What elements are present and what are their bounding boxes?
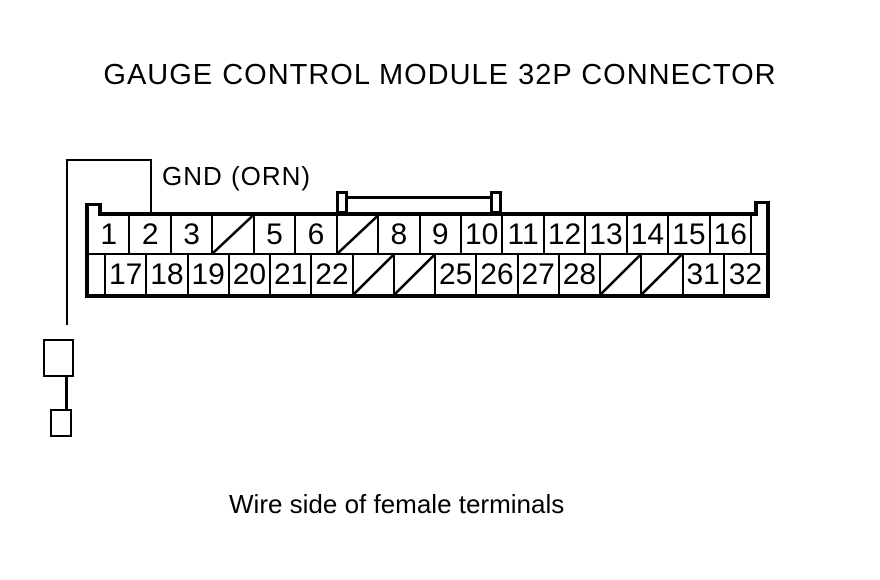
pin-number-label: 26 — [480, 257, 514, 291]
pin-number-label: 17 — [108, 257, 143, 291]
pin-cell-15: 15 — [669, 216, 711, 253]
pin-cell-3: 3 — [172, 216, 214, 253]
pin-cell-31: 31 — [684, 255, 725, 294]
gnd-wire-left-drop — [66, 159, 68, 325]
pin-number-label: 2 — [141, 217, 159, 251]
pin-cell-2: 2 — [130, 216, 172, 253]
housing-notch-right-step — [754, 201, 758, 215]
pin-cell-16: 16 — [711, 216, 752, 253]
housing-edge-bottom — [85, 294, 770, 298]
pin-cell-5: 5 — [255, 216, 297, 253]
slash-cell — [642, 255, 684, 294]
housing-edge-top — [98, 212, 758, 216]
pin-cell-27: 27 — [519, 255, 560, 294]
pin-cell-6: 6 — [296, 216, 338, 253]
pin-number-label: 1 — [100, 217, 118, 251]
pin-number-label: 11 — [507, 217, 539, 251]
pin-number-label: 27 — [521, 257, 555, 291]
pin-number-label: 6 — [307, 217, 325, 251]
pin-number-label: 12 — [547, 217, 582, 251]
slash-cell — [213, 216, 255, 253]
slash-cell — [601, 255, 643, 294]
pin-cell-10: 10 — [462, 216, 504, 253]
pin-cell-32: 32 — [725, 255, 766, 294]
pin-cell-20: 20 — [230, 255, 271, 294]
pin-cell-22: 22 — [312, 255, 354, 294]
pin-number-label: 3 — [183, 217, 200, 251]
pin-cell-1: 1 — [89, 216, 131, 253]
view-caption: Wire side of female terminals — [229, 489, 565, 519]
pin-number-label: 31 — [686, 257, 720, 291]
pin-number-label: 19 — [191, 257, 225, 291]
pin-number-label: 21 — [273, 257, 308, 291]
latch-bar — [345, 196, 493, 199]
gnd-wire-pin2-drop — [150, 159, 152, 213]
pin-cell-14: 14 — [628, 216, 670, 253]
latch-post-left — [336, 191, 348, 214]
gnd-wire-horizontal — [66, 159, 151, 161]
housing-notch-right — [754, 201, 770, 204]
blank-cell — [89, 255, 106, 294]
pin-number-label: 20 — [232, 257, 267, 291]
pin-number-label: 32 — [728, 257, 763, 291]
pin-cell-13: 13 — [586, 216, 628, 253]
latch-post-right — [490, 191, 502, 214]
no-connection-slash-icon — [213, 216, 253, 253]
pin-cell-12: 12 — [545, 216, 587, 253]
slash-cell — [353, 255, 395, 294]
gnd-wire-link — [65, 377, 68, 409]
pin-cell-9: 9 — [421, 216, 462, 253]
blank-cell — [752, 216, 766, 253]
pin-number-label: 22 — [315, 257, 349, 291]
pin-number-label: 16 — [713, 217, 747, 251]
housing-notch-left-step — [98, 203, 102, 215]
pin-number-label: 18 — [150, 257, 184, 291]
no-connection-slash-icon — [337, 216, 378, 253]
pin-number-label: 14 — [630, 217, 665, 251]
slash-cell — [337, 216, 380, 253]
pin-cell-25: 25 — [436, 255, 478, 294]
pin-number-label: 9 — [431, 217, 449, 251]
pin-number-label: 8 — [390, 217, 408, 251]
pin-cell-26: 26 — [477, 255, 519, 294]
pin-number-label: 25 — [438, 257, 473, 291]
pin-number-label: 5 — [266, 217, 283, 251]
pin-number-label: 13 — [589, 217, 623, 251]
pin-cell-17: 17 — [106, 255, 148, 294]
pin-cell-19: 19 — [189, 255, 230, 294]
housing-edge-left — [85, 203, 89, 298]
no-connection-slash-icon — [642, 255, 682, 294]
housing-edge-right — [766, 201, 770, 298]
pin-number-label: 15 — [672, 217, 706, 251]
pin-cell-18: 18 — [147, 255, 189, 294]
pin-cell-11: 11 — [503, 216, 545, 253]
gnd-wire-label: GND (ORN) — [162, 161, 312, 191]
pin-row-divider — [89, 253, 766, 255]
pin-number-label: 28 — [562, 257, 597, 291]
pin-cell-21: 21 — [271, 255, 313, 294]
pin-cell-28: 28 — [560, 255, 601, 294]
terminal-symbol — [50, 409, 72, 437]
slash-cell — [394, 255, 436, 294]
pin-number-label: 10 — [464, 217, 499, 251]
no-connection-slash-icon — [353, 255, 393, 294]
inline-connector-symbol — [43, 339, 74, 377]
housing-notch-left — [85, 203, 102, 206]
page-title: GAUGE CONTROL MODULE 32P CONNECTOR — [103, 59, 777, 91]
no-connection-slash-icon — [601, 255, 641, 294]
pin-cell-8: 8 — [379, 216, 421, 253]
no-connection-slash-icon — [394, 255, 434, 294]
